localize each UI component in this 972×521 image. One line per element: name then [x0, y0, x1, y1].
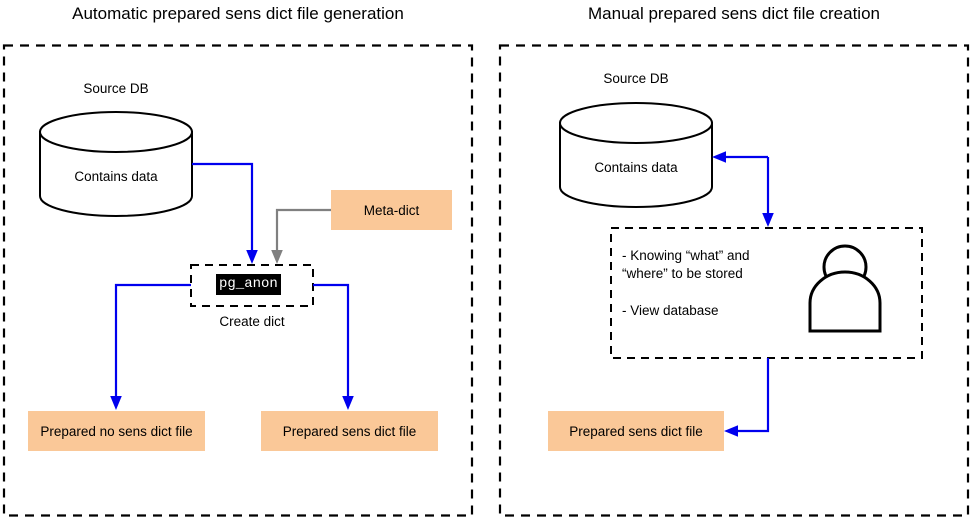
database-cylinder-right: [559, 102, 713, 208]
panel-title-automatic: Automatic prepared sens dict file genera…: [72, 4, 404, 23]
panel-border-right: [498, 44, 970, 517]
db-caption-right: Source DB: [603, 71, 669, 86]
process-caption-create-dict: Create dict: [219, 314, 285, 329]
person-icon: [808, 244, 882, 333]
output-box-prepared-no-sens-dict-file[interactable]: Prepared no sens dict file: [28, 411, 205, 451]
arrow-metadict-to-pganon: [271, 208, 331, 264]
arrow-manual-to-output: [724, 358, 770, 437]
arrow-pganon-to-no-sens-output: [110, 283, 191, 410]
manual-bullet-view-database: - View database: [622, 303, 719, 318]
arrow-to-manual-box: [762, 157, 774, 227]
panel-title-manual: Manual prepared sens dict file creation: [588, 4, 880, 23]
arrow-pganon-to-sens-output: [313, 283, 354, 410]
output-box-prepared-sens-dict-file-right[interactable]: Prepared sens dict file: [548, 411, 724, 451]
meta-dict-box[interactable]: Meta-dict: [331, 190, 452, 230]
pg-anon-code-chip: pg_anon: [216, 274, 281, 295]
db-label-left: Contains data: [74, 169, 158, 184]
arrow-db-to-pganon: [192, 162, 258, 264]
manual-bullet-knowing-what-where: - Knowing “what” and “where” to be store…: [622, 248, 750, 281]
arrow-to-database-right: [712, 151, 768, 163]
db-caption-left: Source DB: [83, 81, 149, 96]
output-box-prepared-sens-dict-file-left[interactable]: Prepared sens dict file: [261, 411, 438, 451]
db-label-right: Contains data: [594, 160, 678, 175]
panel-border-left: [2, 44, 474, 517]
database-cylinder-left: [39, 111, 193, 217]
